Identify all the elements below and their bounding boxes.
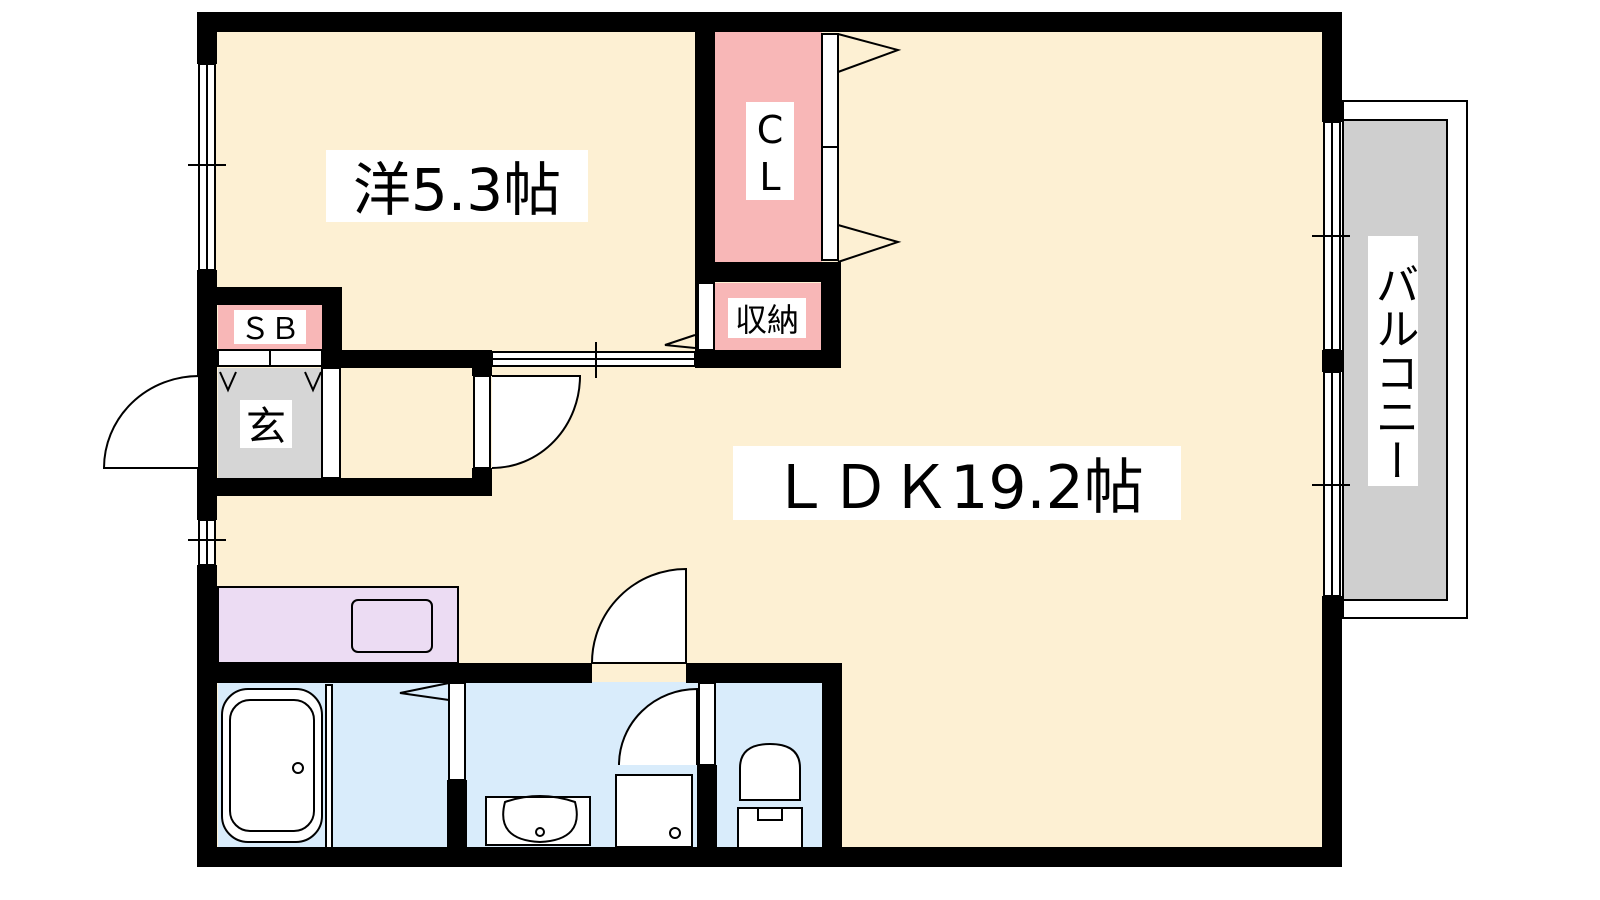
entrance-label: 玄 bbox=[246, 404, 286, 450]
balcony-label: バルコニー bbox=[1368, 262, 1419, 482]
closet-label-1: C bbox=[757, 108, 784, 152]
toilet bbox=[739, 742, 801, 801]
sink-basin bbox=[351, 599, 433, 653]
swing-doors bbox=[102, 371, 698, 766]
label-entrance: 玄 bbox=[240, 400, 292, 450]
label-balcony: バルコニー bbox=[1368, 236, 1419, 486]
bath-drain bbox=[292, 762, 304, 774]
label-storage: 収納 bbox=[728, 298, 806, 339]
balcony-floor bbox=[1342, 119, 1448, 601]
washing-machine bbox=[615, 774, 693, 848]
hall-floor bbox=[340, 368, 475, 478]
shoe-box-label: ＳＢ bbox=[240, 312, 300, 347]
exterior-walls bbox=[197, 12, 1342, 867]
label-shoe-box: ＳＢ bbox=[234, 310, 306, 347]
western-room-label: 洋5.3帖 bbox=[353, 156, 561, 224]
ldk-label: ＬＤＫ19.2帖 bbox=[770, 453, 1144, 523]
label-western-room: 洋5.3帖 bbox=[326, 150, 588, 224]
label-closet: C L bbox=[746, 102, 794, 200]
closet-label-2: L bbox=[759, 155, 780, 199]
storage-label: 収納 bbox=[735, 301, 799, 339]
wash-basin bbox=[485, 796, 591, 846]
bathtub bbox=[221, 688, 323, 843]
label-ldk: ＬＤＫ19.2帖 bbox=[733, 446, 1181, 523]
windows bbox=[188, 63, 1350, 597]
sliding-doors bbox=[217, 33, 902, 849]
fixtures bbox=[221, 688, 803, 849]
